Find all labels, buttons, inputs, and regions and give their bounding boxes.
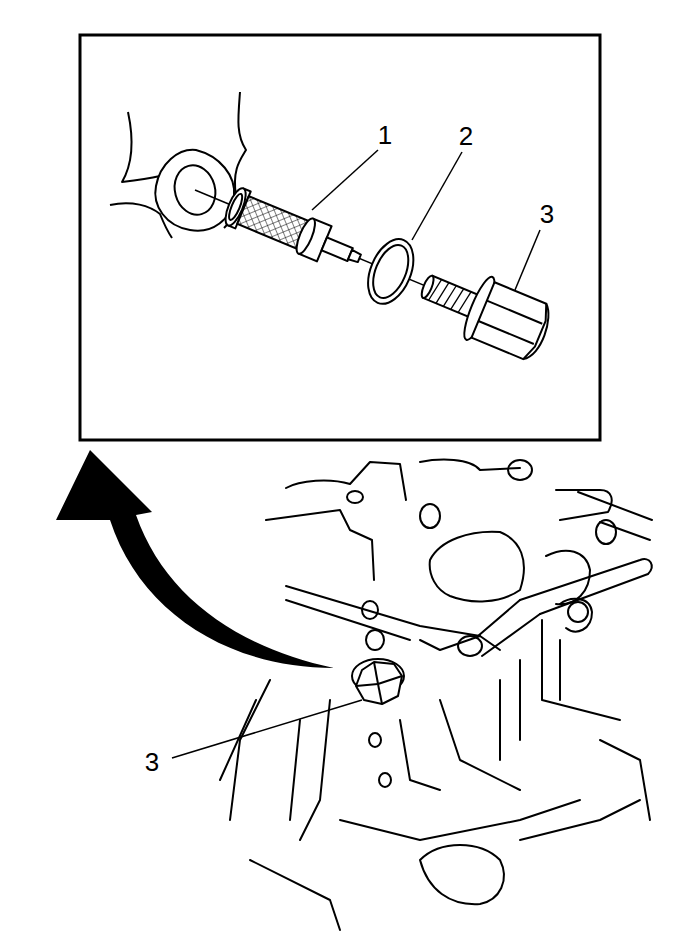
callout-number: 3 xyxy=(143,749,161,775)
callout-number: 2 xyxy=(457,123,475,149)
engine-block xyxy=(220,460,652,930)
exploded-parts xyxy=(182,159,558,367)
callout-number: 1 xyxy=(376,122,394,148)
inset-frame xyxy=(80,35,600,440)
leader-line xyxy=(172,150,540,758)
view-arrow xyxy=(56,450,334,668)
callout-number: 3 xyxy=(538,201,556,227)
plug-bolt xyxy=(352,659,404,704)
